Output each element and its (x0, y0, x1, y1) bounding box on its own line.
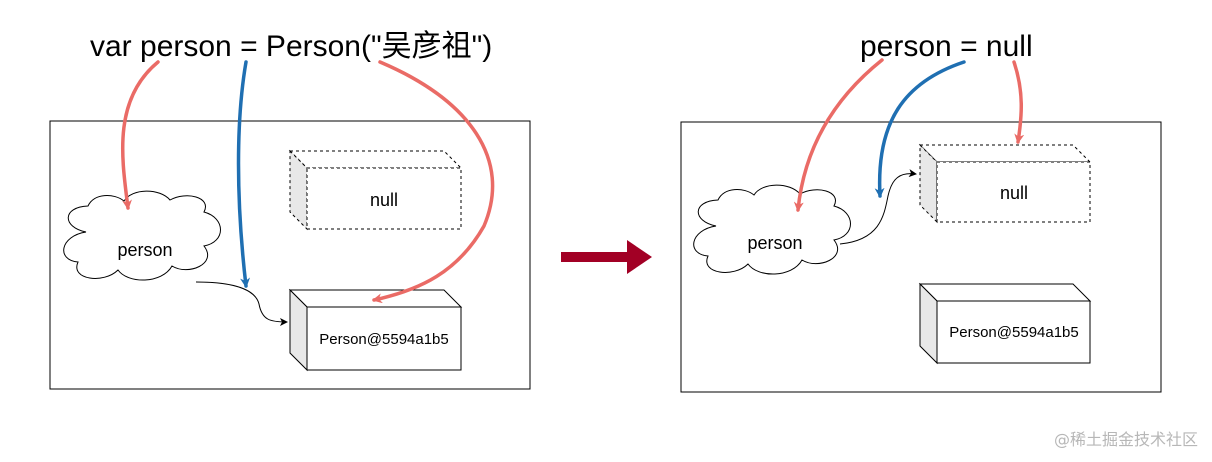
left-null-box: null (288, 149, 463, 231)
left-object-box: Person@5594a1b5 (288, 288, 463, 372)
left-variable-cloud: person (63, 190, 221, 281)
right-object-box: Person@5594a1b5 (918, 282, 1092, 365)
right-variable-cloud: person (693, 184, 851, 275)
watermark: @稀土掘金技术社区 (1053, 430, 1198, 449)
left-var-arrow (120, 60, 160, 210)
right-assign-arrow (874, 60, 966, 198)
right-null-box: null (918, 143, 1092, 224)
left-reference-line (195, 281, 288, 326)
right-reference-line (839, 169, 917, 245)
left-panel: var person = Person("吴彦祖") null Person@5… (49, 30, 531, 390)
left-object-label: Person@5594a1b5 (319, 331, 449, 348)
right-variable-label: person (747, 233, 802, 253)
left-statement: var person = Person("吴彦祖") (90, 30, 492, 63)
right-panel: person = null null Person@5594a1b5 perso… (680, 30, 1162, 393)
left-null-label: null (370, 190, 398, 210)
left-variable-label: person (117, 240, 172, 260)
right-null-arrow (1012, 60, 1025, 144)
right-statement: person = null (860, 30, 1033, 63)
left-constructor-arrow (372, 60, 495, 304)
right-arrow-icon (561, 240, 652, 274)
right-var-arrow (793, 58, 884, 212)
left-assign-arrow (236, 60, 251, 288)
right-null-label: null (1000, 183, 1028, 203)
right-object-label: Person@5594a1b5 (949, 324, 1079, 341)
